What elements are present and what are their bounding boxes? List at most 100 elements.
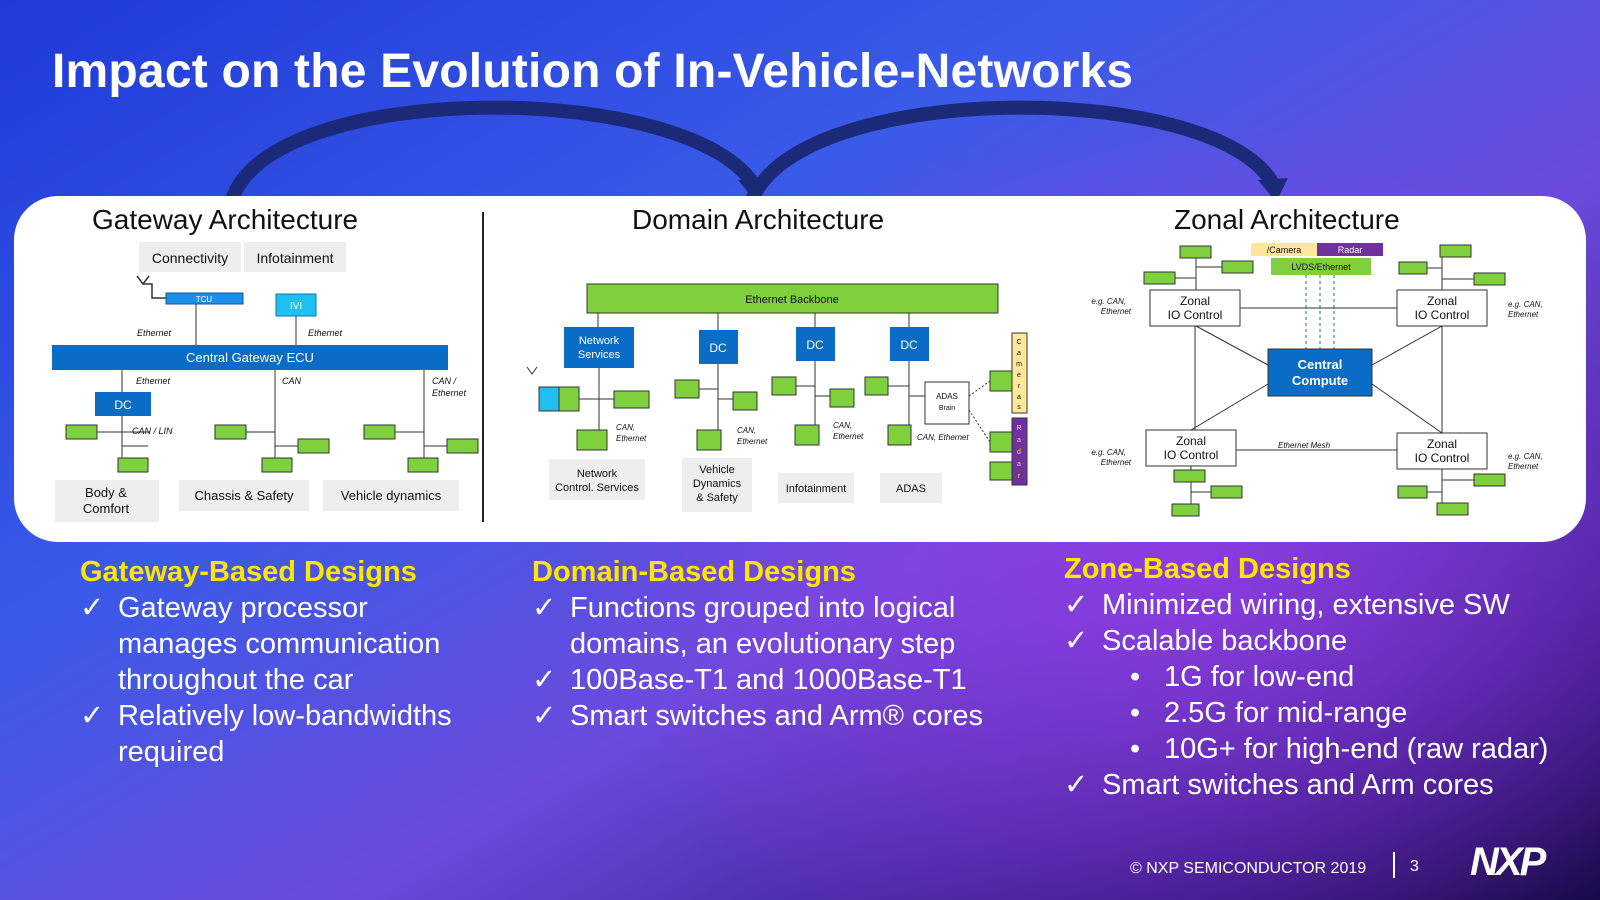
check-icon: ✓ [1064,625,1089,657]
dm-ns-2: Services [578,349,621,361]
gateway-diagram: Connectivity Infotainment TCU IVI Ethern… [52,242,479,522]
zonal-architecture-title: Zonal Architecture [1174,204,1400,235]
bullet-icon: • [1130,697,1141,729]
dm-cameras-a: a [1017,350,1021,357]
gw-ethernet-left: Ethernet [137,328,172,338]
zone-item: ✓Scalable backbone [1064,625,1348,657]
nxp-logo: NXP [1470,840,1546,884]
gw-body-1: Body & [85,485,127,500]
bullet-icon: • [1130,733,1141,765]
zn-lvds: LVDS/Ethernet [1291,262,1351,272]
domain-item: ✓Functions grouped into logical domains,… [532,592,956,660]
dm-ce3-b: Ethernet [833,432,864,441]
dm-cameras-e: e [1017,372,1021,379]
domain-diagram: Ethernet Backbone Network Services DC DC… [526,283,1028,512]
zn-eg-tr-2: Ethernet [1508,310,1539,319]
check-icon: ✓ [1064,589,1089,621]
zn-mesh: Ethernet Mesh [1278,441,1331,450]
footer-separator [1393,852,1395,878]
domain-designs-heading: Domain-Based Designs [532,556,856,588]
check-icon: ✓ [80,700,105,732]
zone-designs-heading: Zone-Based Designs [1064,553,1351,585]
dm-adas-2: Brain [939,405,955,412]
gw-ethernet-right: Ethernet [308,328,343,338]
gw-tcu-label: TCU [196,295,213,304]
zn-eg-tl-1: e.g. CAN, [1091,297,1126,306]
gw-central-ecu: Central Gateway ECU [186,350,314,365]
slide-title: Impact on the Evolution of In-Vehicle-Ne… [52,45,1134,98]
gw-body-2: Comfort [83,501,130,516]
dm-backbone: Ethernet Backbone [745,294,839,306]
dm-ce1-b: Ethernet [616,434,647,443]
gw-infotainment-label: Infotainment [256,250,333,266]
dm-adas-label: ADAS [896,483,926,495]
zn-br-1: Zonal [1427,437,1457,451]
dm-cameras-m: m [1016,361,1022,368]
gw-chassis-label: Chassis & Safety [195,488,294,503]
gateway-item: ✓Relatively low-bandwidths required [80,700,452,768]
zn-tl-2: IO Control [1168,308,1223,322]
zn-eg-bl-2: Ethernet [1101,458,1132,467]
dm-cameras-c: C [1016,339,1021,346]
zn-bl-1: Zonal [1176,434,1206,448]
domain-item: ✓100Base-T1 and 1000Base-T1 [532,664,967,696]
zn-tr-2: IO Control [1415,308,1470,322]
domain-designs: Domain-Based Designs ✓Functions grouped … [532,554,1002,734]
dm-ce1-a: CAN, [616,423,635,432]
check-icon: ✓ [532,664,557,696]
dm-radar-a: a [1017,437,1021,444]
gateway-designs-heading: Gateway-Based Designs [80,556,417,588]
dm-ncs-1: Network [577,468,618,480]
zn-eg-tl-2: Ethernet [1101,307,1132,316]
zonal-diagram: /Camera Radar LVDS/Ethernet Central Comp… [1091,243,1543,517]
dm-cameras-a2: a [1017,394,1021,401]
gw-ivi-label: IVI [290,301,302,312]
dm-ncs-2: Control. Services [555,482,639,494]
gateway-item: ✓Gateway processor manages communication… [80,592,441,696]
arrow-head-zonal [1258,178,1288,202]
dm-ce3-a: CAN, [833,421,852,430]
dm-info-label: Infotainment [786,483,847,495]
dm-ns-1: Network [579,335,620,347]
gateway-designs: Gateway-Based Designs ✓Gateway processor… [80,554,480,770]
dm-radar-a2: a [1017,461,1021,468]
zn-radar: Radar [1338,245,1363,255]
copyright: © NXP SEMICONDUCTOR 2019 [1130,860,1367,877]
dm-adas-1: ADAS [936,392,958,401]
page-number: 3 [1410,858,1419,875]
zone-sub-item: •1G for low-end [1130,661,1355,693]
gw-connectivity-label: Connectivity [152,250,228,266]
check-icon: ✓ [532,592,557,624]
zn-tr-1: Zonal [1427,294,1457,308]
dm-dc-2: DC [806,338,824,352]
zn-eg-br-1: e.g. CAN, [1508,452,1543,461]
gateway-architecture-title: Gateway Architecture [92,204,359,235]
gw-dc-box: DC [114,398,132,412]
zone-sub-item: •10G+ for high-end (raw radar) [1130,733,1549,765]
gw-can-eth-2: Ethernet [432,388,467,398]
zn-eg-tr-1: e.g. CAN, [1508,300,1543,309]
dm-ce2-a: CAN, [737,426,756,435]
zn-compute-2: Compute [1292,373,1348,388]
zn-tl-1: Zonal [1180,294,1210,308]
dm-vds-1: Vehicle [699,464,734,476]
dm-radar-r: R [1016,425,1021,432]
zn-br-2: IO Control [1415,451,1470,465]
check-icon: ✓ [1064,769,1089,801]
zn-eg-br-2: Ethernet [1508,462,1539,471]
dm-ce2-b: Ethernet [737,437,768,446]
gw-ethernet-dc: Ethernet [136,376,171,386]
zone-item: ✓Minimized wiring, extensive SW [1064,589,1510,621]
dm-vds-2: Dynamics [693,478,742,490]
panel-divider [482,212,484,522]
dm-vds-3: & Safety [696,492,738,504]
arrow-gateway-to-domain [225,100,758,203]
domain-architecture-title: Domain Architecture [632,204,885,235]
zone-designs: Zone-Based Designs ✓Minimized wiring, ex… [1064,551,1584,803]
dm-radar-r2: r [1018,473,1021,480]
zn-compute-1: Central [1298,357,1343,372]
gw-vehicle-label: Vehicle dynamics [341,488,442,503]
dm-dc-1: DC [709,341,727,355]
arrow-domain-to-zonal [745,100,1278,203]
